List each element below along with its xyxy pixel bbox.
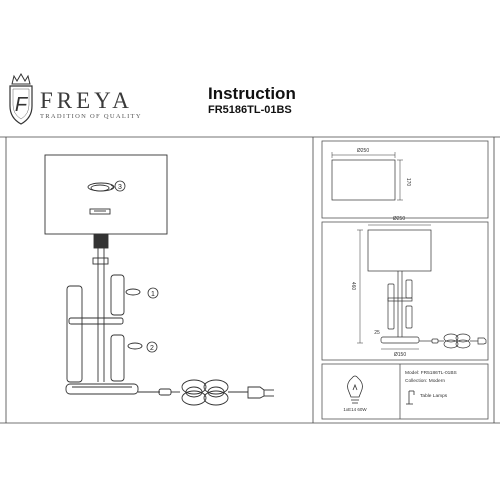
emblem-letter: F bbox=[15, 94, 29, 116]
shade-view-box bbox=[321, 140, 489, 219]
lamp-shade bbox=[44, 154, 168, 235]
shade-width-label: Ø250 bbox=[357, 148, 369, 154]
step-callouts: 3 1 2 bbox=[114, 180, 159, 353]
bulb-spec: 1xE14 60W bbox=[343, 407, 367, 412]
base-height-label: 25 bbox=[374, 330, 380, 336]
spec-type: Table Lamps bbox=[420, 393, 448, 399]
spec-model: Model: FR5186TL-01BS bbox=[405, 370, 457, 376]
overall-height-label: 460 bbox=[350, 282, 356, 291]
brand-tagline: TRADITION OF QUALITY bbox=[40, 113, 142, 120]
page-title: Instruction bbox=[208, 84, 296, 103]
table-lamp-icon bbox=[406, 390, 415, 405]
overall-width-label: Ø250 bbox=[393, 216, 405, 222]
step-2-marker bbox=[146, 341, 158, 353]
brand-name: FREYA bbox=[40, 88, 133, 113]
bulb-icon bbox=[347, 375, 363, 404]
base-diameter-label: Ø150 bbox=[394, 352, 406, 358]
step-1-marker bbox=[147, 287, 159, 299]
spec-box bbox=[321, 363, 489, 420]
crown-emblem-icon: F bbox=[9, 72, 33, 125]
lamp-dimension-drawing bbox=[357, 224, 487, 350]
step-1-label: 1 bbox=[151, 291, 155, 298]
shade-height-label: 170 bbox=[405, 178, 411, 187]
dimension-view-box bbox=[321, 221, 489, 361]
model-number: FR5186TL-01BS bbox=[208, 104, 292, 116]
step-2-label: 2 bbox=[150, 345, 154, 352]
spec-collection: Collection: Modern bbox=[405, 378, 445, 384]
step-3-marker bbox=[114, 180, 126, 192]
step-3-label: 3 bbox=[118, 184, 122, 191]
lamp-assembly-drawing bbox=[44, 154, 274, 406]
brand-logo: F bbox=[5, 72, 37, 128]
shade-dimension-drawing bbox=[331, 152, 403, 201]
